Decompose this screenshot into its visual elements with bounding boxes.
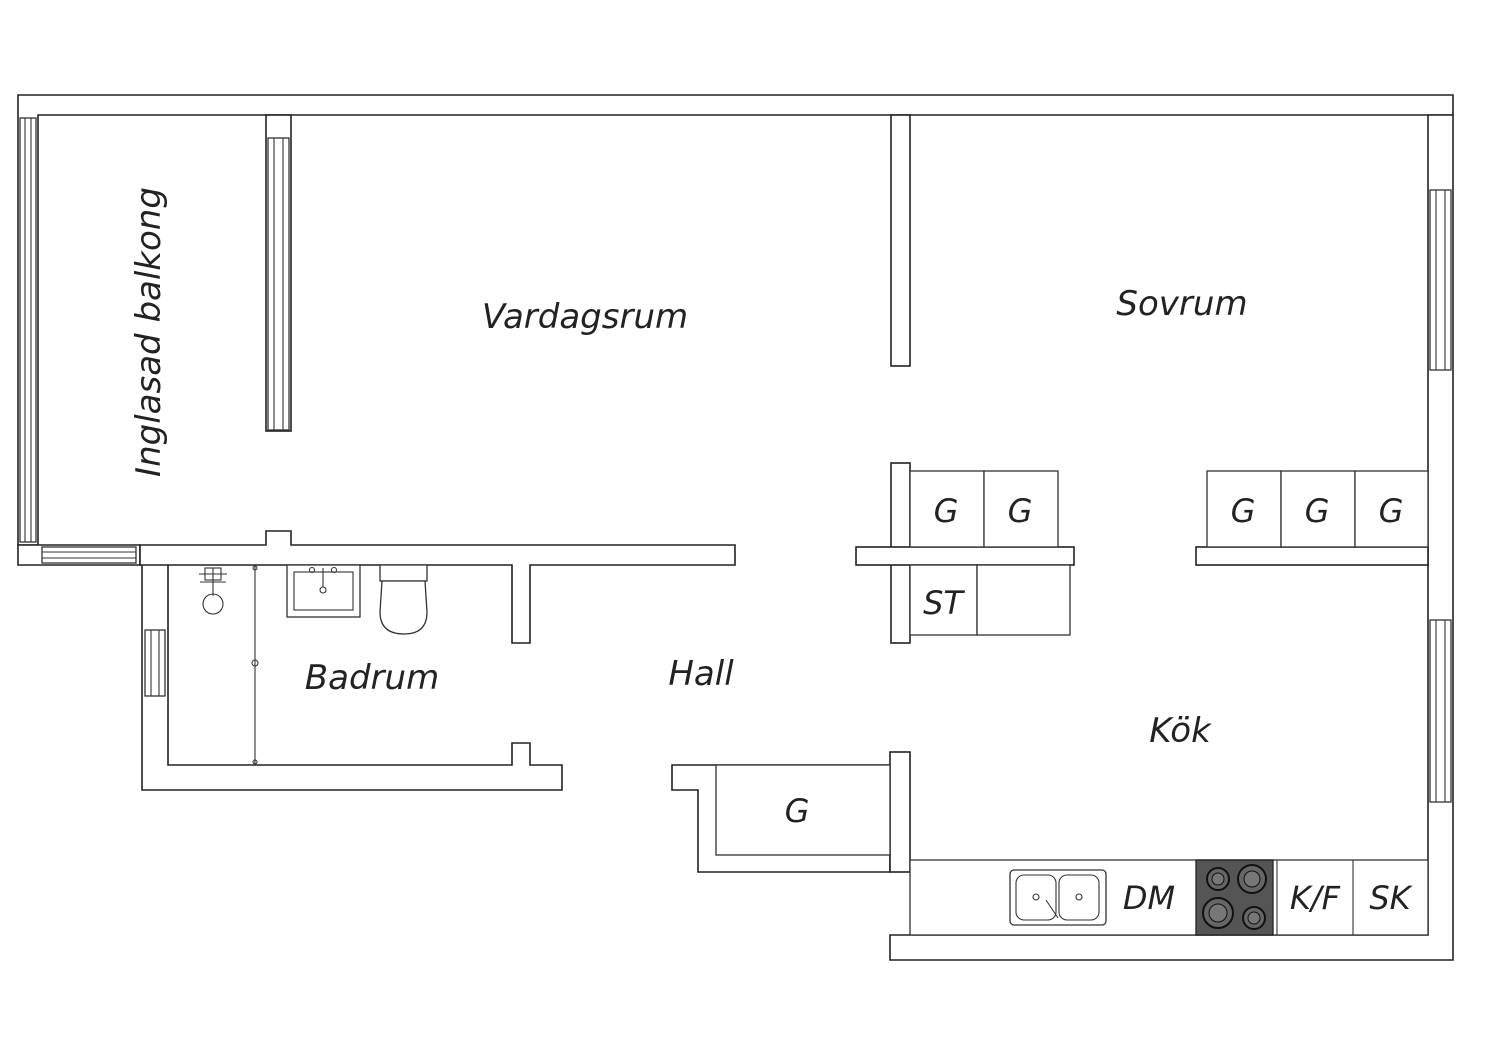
- window-balcony-bottom: [41, 546, 137, 564]
- window-kitchen: [1429, 619, 1452, 803]
- wardrobe-label: G: [785, 792, 810, 830]
- hall-wardrobe: [715, 764, 891, 856]
- shower-icon: [199, 567, 227, 615]
- room-label-living: Vardagsrum: [482, 297, 688, 337]
- wardrobe: [909, 470, 985, 548]
- wardrobe: [1280, 470, 1356, 548]
- wardrobe-label: G: [1008, 492, 1033, 530]
- toilet-icon: [379, 564, 428, 635]
- storage-label: ST: [923, 584, 965, 622]
- dishwasher-label: DM: [1123, 879, 1175, 917]
- wardrobe-label: G: [934, 492, 959, 530]
- shower-curtain: [251, 565, 259, 765]
- room-label-bedroom: Sovrum: [1116, 284, 1247, 324]
- fixture-labels: G G G G G ST G DM K/F SK: [785, 492, 1414, 917]
- bathroom-fixtures: [199, 564, 428, 765]
- wardrobe: [1206, 470, 1282, 548]
- fridge-freezer-label: K/F: [1290, 879, 1341, 917]
- window-bathroom: [144, 629, 166, 697]
- storage-closet-right: [976, 564, 1071, 636]
- kitchen-sink-icon: [1009, 869, 1107, 926]
- wardrobe-label: G: [1379, 492, 1404, 530]
- wardrobe-label: G: [1231, 492, 1256, 530]
- room-labels: Inglasad balkong Vardagsrum Sovrum Badru…: [129, 187, 1248, 751]
- wardrobe: [1354, 470, 1429, 548]
- room-label-kitchen: Kök: [1149, 711, 1212, 751]
- room-label-balcony: Inglasad balkong: [129, 187, 169, 477]
- counter-top: [909, 859, 1429, 936]
- wardrobe: [983, 470, 1059, 548]
- window-living-glass: [267, 137, 290, 431]
- wardrobe-group-center: [909, 470, 1071, 636]
- window-bedroom: [1429, 189, 1452, 371]
- washbasin-icon: [286, 564, 361, 618]
- cabinet-label: SK: [1369, 879, 1413, 917]
- kitchen-counter: [909, 859, 1429, 936]
- room-label-hall: Hall: [668, 654, 734, 694]
- storage-closet: [909, 564, 978, 636]
- stove-icon: [1195, 859, 1274, 936]
- window-balcony-left: [19, 117, 37, 543]
- room-label-bathroom: Badrum: [305, 658, 439, 698]
- windows: [19, 117, 1452, 803]
- wardrobe-label: G: [1305, 492, 1330, 530]
- wardrobe-group-bedroom: [1206, 470, 1429, 548]
